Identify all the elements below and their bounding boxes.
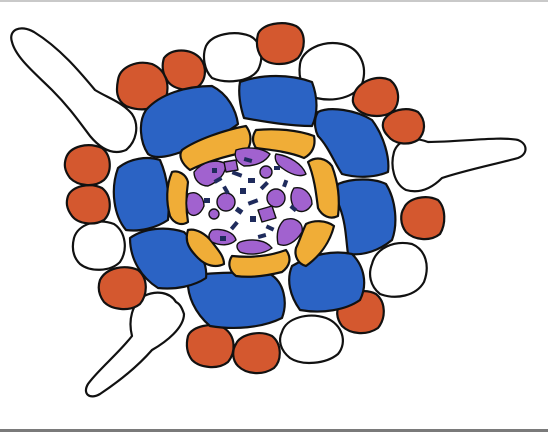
cortex-cell bbox=[238, 74, 318, 128]
epidermis-cell bbox=[381, 108, 426, 145]
pericycle-cell bbox=[234, 147, 271, 167]
epidermis-cell bbox=[71, 220, 126, 271]
epidermis-cell bbox=[97, 266, 147, 311]
phloem-cell bbox=[220, 236, 226, 241]
phloem-cell bbox=[282, 179, 289, 188]
pericycle-cell bbox=[185, 192, 205, 217]
epidermis-cell bbox=[161, 49, 206, 91]
phloem-cell bbox=[247, 198, 259, 206]
epidermis-cell bbox=[202, 32, 263, 83]
pericycle-layer bbox=[185, 147, 313, 255]
pericycle-cell bbox=[274, 153, 307, 177]
phloem-cell bbox=[240, 188, 246, 194]
epidermis-cell bbox=[351, 76, 400, 118]
endodermis-cell bbox=[294, 220, 336, 268]
root-hairs bbox=[10, 27, 527, 398]
phloem-cell bbox=[250, 216, 256, 222]
phloem-cell bbox=[212, 168, 217, 173]
phloem-cell bbox=[257, 233, 267, 239]
phloem-cell bbox=[213, 176, 223, 184]
root-hair-right bbox=[391, 137, 527, 193]
epidermis-cell bbox=[232, 332, 281, 375]
phloem-cell bbox=[229, 220, 239, 231]
xylem-vessel bbox=[266, 188, 286, 208]
cortex-cell bbox=[288, 251, 366, 313]
phloem-cell bbox=[231, 170, 243, 178]
pericycle-cell bbox=[236, 239, 273, 255]
root-hair-upper-left bbox=[10, 27, 138, 154]
pericycle-cell bbox=[223, 159, 239, 173]
endodermis-cell bbox=[228, 248, 291, 278]
endodermis-cell bbox=[166, 170, 190, 226]
cortex-cell bbox=[313, 108, 390, 178]
phloem-cell bbox=[248, 178, 255, 183]
phloem-cell bbox=[274, 166, 280, 170]
epidermis-cell bbox=[255, 22, 305, 66]
phloem-cell bbox=[243, 157, 253, 163]
cortex-cell bbox=[335, 178, 397, 256]
pericycle-cell bbox=[257, 205, 277, 223]
pericycle-cell bbox=[290, 187, 313, 213]
xylem-vessel bbox=[259, 165, 273, 179]
epidermis-cell bbox=[369, 241, 428, 298]
phloem-cell bbox=[259, 181, 269, 191]
endodermis-cell bbox=[185, 228, 226, 268]
endodermis-cell bbox=[251, 128, 316, 160]
vascular-cylinder bbox=[204, 157, 298, 241]
pericycle-cell bbox=[276, 218, 303, 246]
epidermis-cell bbox=[65, 184, 111, 225]
epidermis-cell bbox=[279, 314, 344, 364]
phloem-cell bbox=[289, 204, 298, 213]
endodermis-cell bbox=[306, 157, 340, 219]
phloem-cell bbox=[265, 224, 275, 232]
cortex-cell bbox=[112, 157, 170, 232]
endodermis-layer bbox=[166, 124, 340, 278]
cortex-layer bbox=[112, 74, 397, 330]
epidermis-cell bbox=[400, 196, 446, 241]
epidermis-layer bbox=[63, 22, 446, 375]
phloem-cell bbox=[222, 185, 230, 195]
epidermis-cell bbox=[185, 324, 235, 369]
xylem-vessel bbox=[216, 192, 236, 212]
xylem-vessel bbox=[208, 208, 220, 220]
phloem-cell bbox=[234, 206, 244, 215]
phloem-cell bbox=[204, 198, 210, 203]
epidermis-cell bbox=[63, 144, 111, 187]
